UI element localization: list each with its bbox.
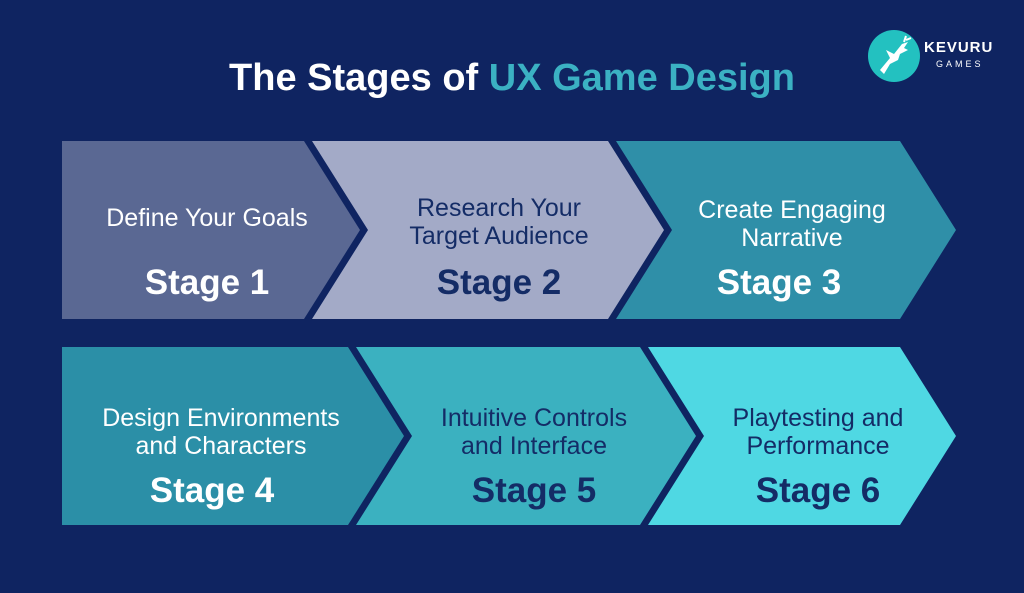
stage-6-label-line: Playtesting and — [732, 404, 904, 432]
stage-3-label-line: Create Engaging — [698, 196, 886, 224]
stage-2-label: Research Your Target Audience — [360, 194, 638, 250]
stage-5-label-line: and Interface — [461, 432, 607, 460]
stage-5-label-line: Intuitive Controls — [440, 404, 628, 432]
stage-1-number: Stage 1 — [144, 263, 270, 302]
stage-3-arrow — [616, 141, 956, 319]
stage-3-label: Create Engaging Narrative — [654, 196, 930, 252]
deer-icon — [868, 30, 920, 82]
stage-5-label: Intuitive Controls and Interface — [402, 404, 666, 460]
stage-2-label-line: Research Your — [416, 194, 581, 222]
stage-6-label-line: Performance — [746, 432, 890, 460]
stage-2-arrow — [312, 141, 664, 319]
stage-3-number: Stage 3 — [716, 263, 842, 302]
stage-4-label: Design Environments and Characters — [62, 404, 380, 460]
stage-4-label-line: Design Environments — [102, 404, 340, 432]
stage-5-number: Stage 5 — [471, 471, 597, 510]
stage-6-arrow — [648, 347, 956, 525]
stage-6-number: Stage 6 — [755, 471, 881, 510]
logo-name: KEVURU — [924, 39, 994, 56]
stage-2-label-line: Target Audience — [409, 222, 589, 250]
logo-subtitle: GAMES — [936, 59, 984, 69]
title-prefix: The Stages of — [229, 57, 479, 99]
stage-4-number: Stage 4 — [149, 471, 275, 510]
stage-5-arrow — [356, 347, 696, 525]
stage-3-label-line: Narrative — [741, 224, 843, 252]
stage-4-label-line: and Characters — [135, 432, 307, 460]
stage-2-number: Stage 2 — [436, 263, 562, 302]
page-title: The Stages of UX Game Design — [0, 57, 1024, 100]
stage-4-arrow — [62, 347, 404, 525]
kevuru-logo: KEVURU GAMES — [868, 24, 1008, 86]
stage-1-label: Define Your Goals — [62, 204, 352, 232]
stage-1-arrow — [62, 141, 360, 319]
stage-6-label: Playtesting and Performance — [694, 404, 942, 460]
stage-1-label-line: Define Your Goals — [106, 204, 308, 232]
title-accent: UX Game Design — [488, 57, 795, 99]
